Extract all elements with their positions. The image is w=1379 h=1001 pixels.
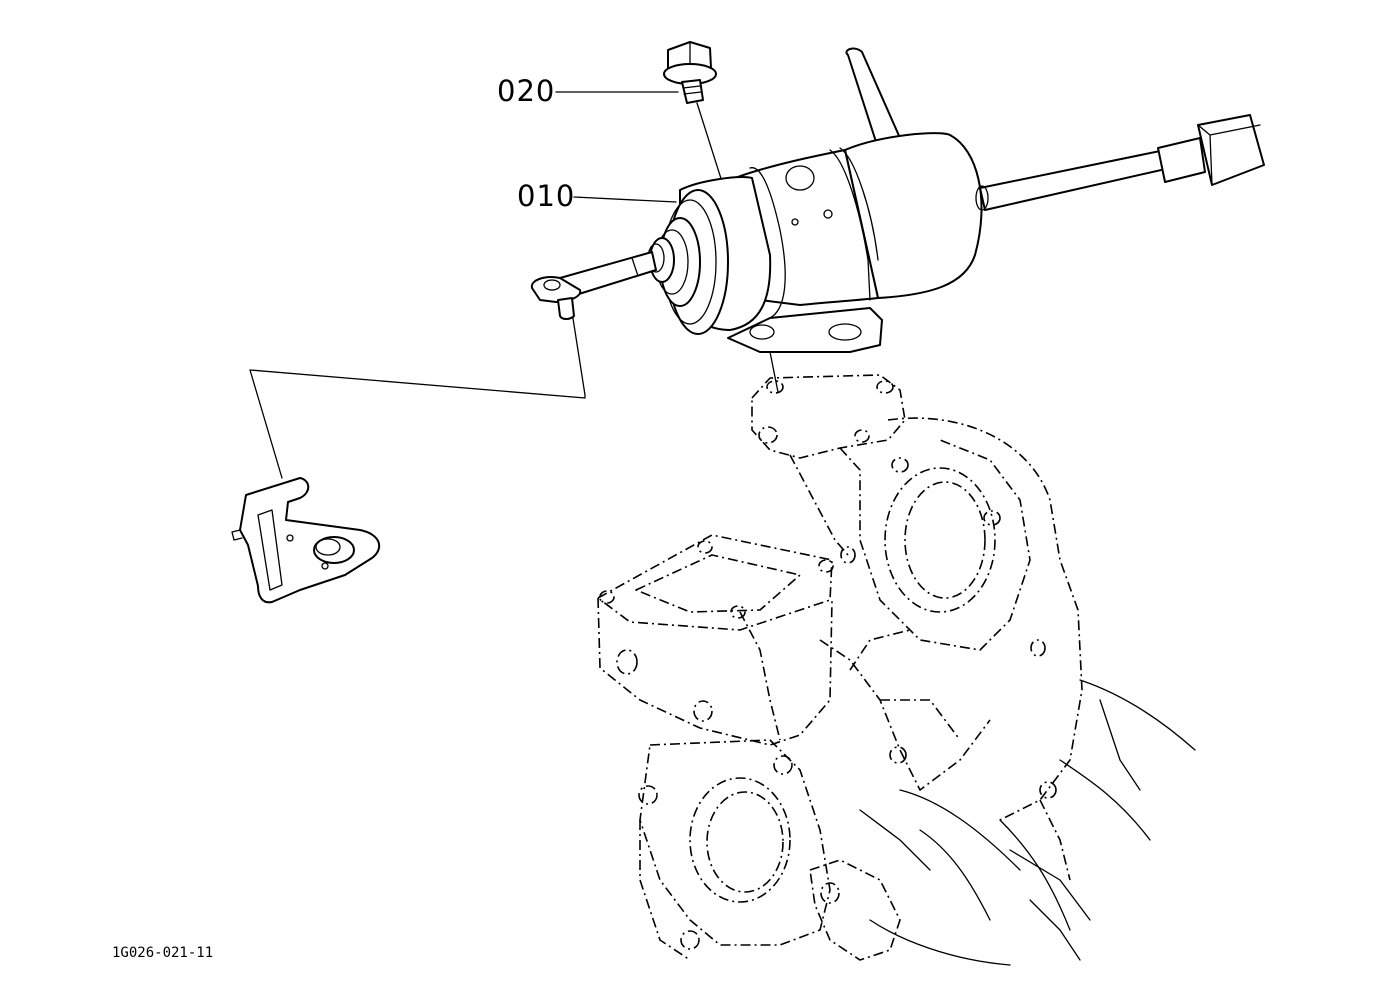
leader-010 [573,196,677,203]
leader-lines [555,91,679,203]
engine-housing [597,374,1196,966]
drawing-reference-code: 1G026-021-11 [112,945,214,961]
callout-020: 020 [497,74,556,108]
stop-solenoid [530,47,1265,393]
callout-010: 010 [517,179,576,213]
flange-bolt [663,41,725,189]
stop-lever-plate [231,311,586,604]
